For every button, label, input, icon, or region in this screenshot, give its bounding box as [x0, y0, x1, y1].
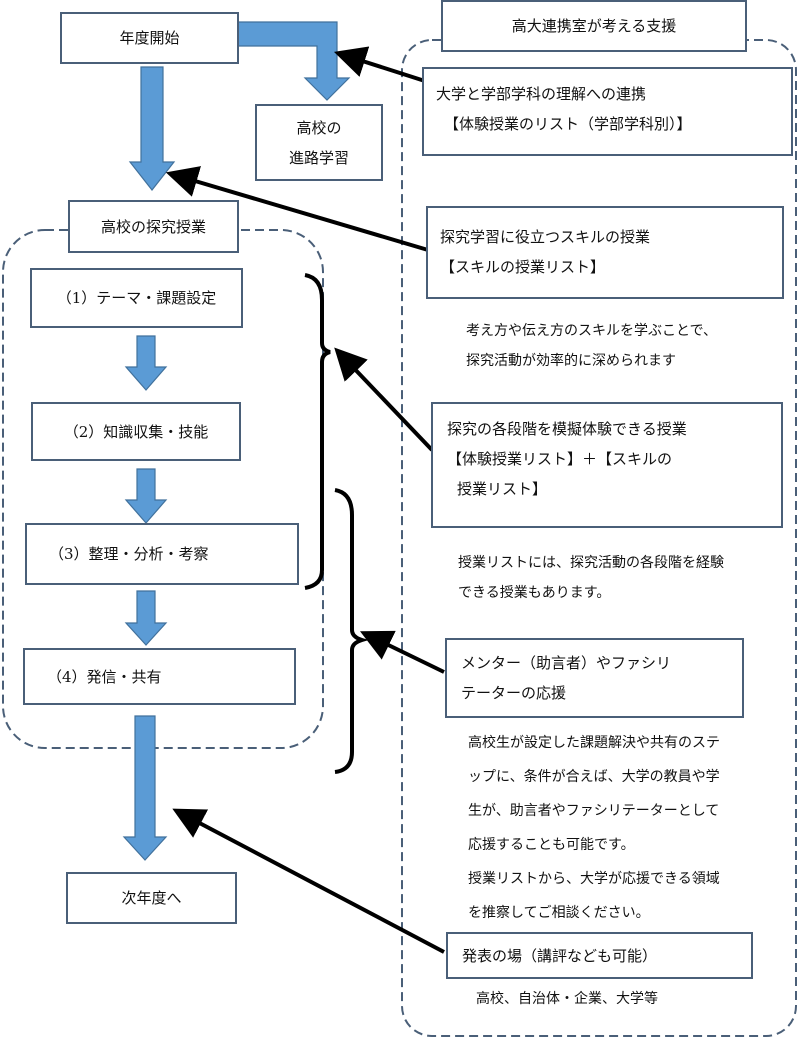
pointer-arrow-career: [333, 46, 429, 84]
next-year-label: 次年度へ: [121, 889, 182, 907]
support-item-4-title-line-2: テーターの応援: [461, 684, 567, 702]
brace-steps-3-4: [334, 488, 369, 774]
flow-arrow-step3-to-step4: [124, 590, 168, 646]
career-study-line-2: 進路学習: [288, 148, 349, 167]
support-item-4-note-line-4: 応援することも可能です。: [468, 837, 635, 853]
start-year-label: 年度開始: [119, 29, 180, 47]
support-item-4-note-line-1: 高校生が設定した課題解決や共有のステ: [468, 735, 720, 751]
start-year-box: 年度開始: [60, 12, 239, 64]
support-item-3-note: 授業リストには、探究活動の各段階を経験 できる授業もあります。: [458, 548, 724, 608]
flow-arrow-step2-to-step3: [124, 468, 168, 524]
support-item-2-note-line-1: 考え方や伝え方のスキルを学ぶことで、: [466, 323, 718, 339]
support-item-2-note: 考え方や伝え方のスキルを学ぶことで、 探究活動が効率的に深められます: [466, 316, 717, 376]
step-1-label: （1）テーマ・課題設定: [56, 289, 217, 307]
support-item-4-note-line-6: を推察してご相談ください。: [468, 905, 650, 921]
flow-arrow-start-to-career: [237, 21, 351, 101]
flow-arrow-start-to-inquiry: [128, 66, 176, 191]
brace-steps-1-3: [304, 273, 331, 590]
step-3-box: （3）整理・分析・考察: [25, 523, 299, 585]
pointer-arrow-mentor: [360, 630, 445, 674]
support-item-2-note-line-2: 探究活動が効率的に深められます: [466, 353, 676, 369]
step-3-label: （3）整理・分析・考察: [49, 545, 209, 563]
flow-arrow-to-next-year: [122, 715, 168, 861]
pointer-arrow-skills: [165, 166, 429, 252]
support-item-2-title: 探究学習に役立つスキルの授業: [440, 228, 651, 246]
step-1-box: （1）テーマ・課題設定: [30, 268, 243, 328]
support-group-label: 高大連携室が考える支援: [511, 17, 677, 35]
support-item-4-note-line-3: 生が、助言者やファシリテーターとして: [468, 803, 720, 819]
support-item-4-note-line-5: 授業リストから、大学が応援できる領域: [468, 871, 720, 887]
support-item-3-note-line-1: 授業リストには、探究活動の各段階を経験: [458, 555, 724, 571]
inquiry-group-label-box: 高校の探究授業: [68, 200, 239, 253]
support-item-4-note-line-2: ップに、条件が合えば、大学の教員や学: [468, 769, 720, 785]
support-item-2-subtitle: 【スキルの授業リスト】: [440, 258, 606, 276]
support-item-5-title: 発表の場（講評なども可能）: [462, 946, 658, 965]
support-item-skill-classes: 探究学習に役立つスキルの授業 【スキルの授業リスト】: [426, 206, 784, 299]
support-group-label-box: 高大連携室が考える支援: [441, 0, 747, 52]
pointer-arrow-presentation: [172, 808, 445, 954]
step-4-box: （4）発信・共有: [23, 648, 296, 705]
support-item-5-note-line-1: 高校、自治体・企業、大学等: [476, 991, 658, 1007]
support-item-4-note: 高校生が設定した課題解決や共有のステ ップに、条件が合えば、大学の教員や学 生が…: [468, 726, 720, 930]
support-item-5-note: 高校、自治体・企業、大学等: [476, 984, 658, 1014]
support-item-3-subtitle-1: 【体験授業リスト】＋【スキルの: [447, 450, 673, 468]
support-item-3-subtitle-2: 授業リスト】: [457, 480, 548, 498]
career-study-box: 高校の 進路学習: [255, 104, 383, 181]
flow-arrow-step1-to-step2: [124, 335, 168, 391]
support-item-3-note-line-2: できる授業もあります。: [458, 585, 611, 601]
step-4-label: （4）発信・共有: [47, 667, 162, 686]
support-item-1-title: 大学と学部学科の理解への連携: [436, 85, 647, 103]
step-2-box: （2）知識収集・技能: [31, 402, 241, 461]
inquiry-group-label: 高校の探究授業: [100, 217, 206, 236]
career-study-line-1: 高校の: [296, 118, 342, 137]
support-item-presentation-venue: 発表の場（講評なども可能）: [446, 932, 753, 979]
support-item-3-title: 探究の各段階を模擬体験できる授業: [447, 420, 687, 438]
support-group-outline: [401, 39, 797, 1037]
next-year-box: 次年度へ: [66, 872, 237, 924]
step-2-label: （2）知識収集・技能: [63, 422, 209, 441]
support-item-university-understanding: 大学と学部学科の理解への連携 【体験授業のリスト（学部学科別）】: [422, 67, 793, 156]
pointer-arrow-simulation: [334, 347, 434, 452]
support-item-mentor-facilitator: メンター（助言者）やファシリ テーターの応援: [445, 638, 744, 718]
support-item-1-subtitle: 【体験授業のリスト（学部学科別）】: [444, 115, 692, 133]
support-item-simulation-classes: 探究の各段階を模擬体験できる授業 【体験授業リスト】＋【スキルの 授業リスト】: [431, 402, 783, 528]
support-item-4-title-line-1: メンター（助言者）やファシリ: [461, 654, 672, 672]
